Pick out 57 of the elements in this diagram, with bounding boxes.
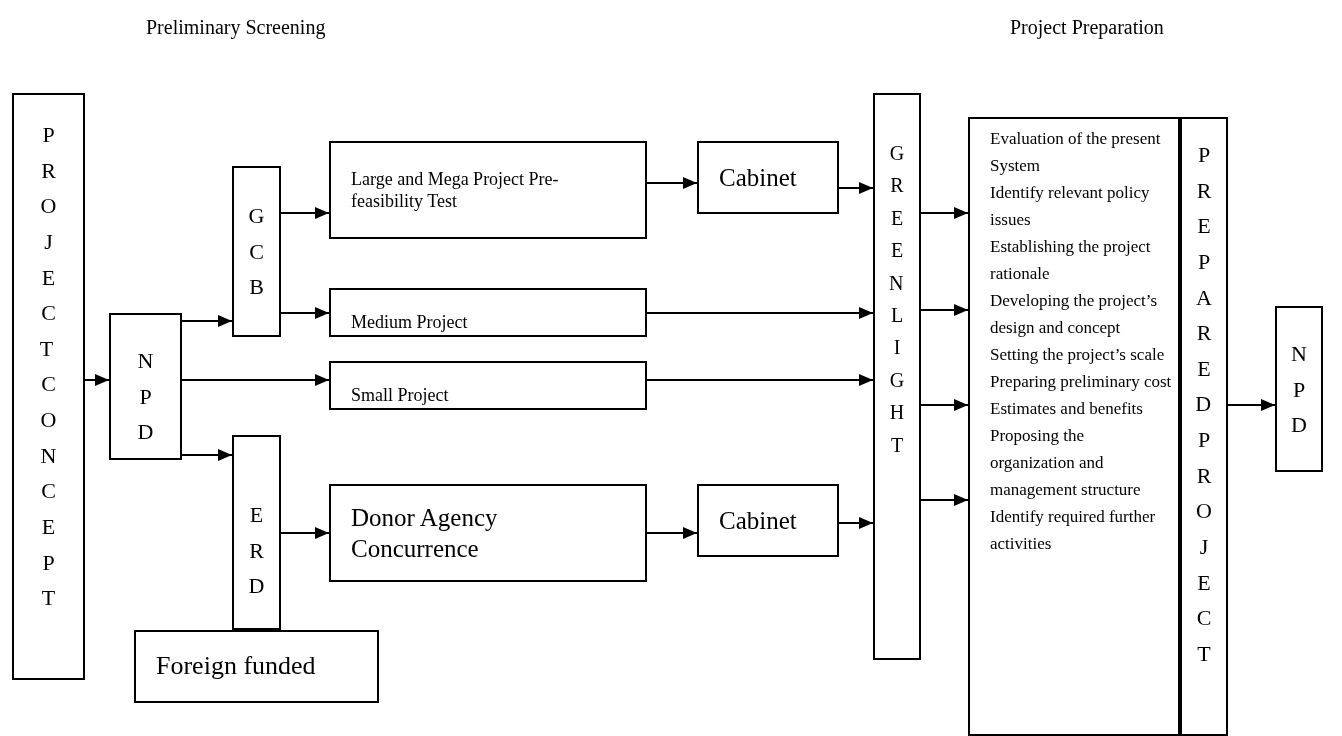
- vertical-text: ERD: [247, 501, 266, 601]
- vertical-box: [873, 93, 921, 660]
- box-label: Foreign funded: [156, 650, 317, 683]
- vertical-box: [12, 93, 85, 680]
- arrow: [920, 494, 969, 506]
- vertical-box: [1180, 117, 1228, 736]
- arrow: [920, 207, 969, 219]
- vertical-box: [232, 166, 281, 337]
- vertical-text: PREPARED PROJECT: [1195, 141, 1213, 668]
- process-box: [134, 630, 379, 703]
- arrow: [181, 374, 330, 386]
- box-label: Medium Project: [351, 310, 469, 333]
- section-heading: Preliminary Screening: [146, 15, 326, 41]
- arrow: [280, 527, 330, 539]
- vertical-text: PROJECT CONCEPT: [39, 121, 58, 613]
- arrow: [838, 517, 874, 529]
- vertical-box: [232, 435, 281, 630]
- process-box: [697, 141, 839, 214]
- box-label: Cabinet: [719, 162, 798, 193]
- list-item-text: Identify relevant policy issues: [990, 182, 1151, 231]
- process-box: [329, 288, 647, 337]
- arrow: [181, 449, 233, 461]
- arrow: [646, 374, 874, 386]
- arrow: [1227, 399, 1276, 411]
- list-item-text: Proposing the organization and management structure: [990, 425, 1142, 501]
- process-box: [329, 141, 647, 239]
- process-box: [329, 484, 647, 582]
- list-item-text: Establishing the project rationale: [990, 236, 1152, 285]
- section-heading: Project Preparation: [1010, 15, 1164, 41]
- arrow: [646, 307, 874, 319]
- process-box: [697, 484, 839, 557]
- arrow: [280, 207, 330, 219]
- list-item-text: Developing the project’s design and concept: [990, 290, 1159, 339]
- list-item-text: Preparing preliminary cost Estimates and benefits: [990, 371, 1172, 420]
- box-label: Large and Mega Project Pre-feasibility Test: [351, 167, 560, 213]
- vertical-text: GREEN LIGHT: [889, 141, 905, 458]
- box-label: Small Project: [351, 383, 450, 406]
- arrow: [646, 527, 698, 539]
- arrow: [84, 374, 110, 386]
- arrow: [280, 307, 330, 319]
- process-box: [329, 361, 647, 410]
- arrow: [181, 315, 233, 327]
- list-item-text: Identify required further activities: [990, 506, 1157, 555]
- arrow: [838, 182, 874, 194]
- list-box: [968, 117, 1180, 736]
- box-label: Cabinet: [719, 505, 798, 536]
- vertical-text: GCB: [247, 202, 266, 302]
- vertical-box: [109, 313, 182, 460]
- arrow: [920, 399, 969, 411]
- vertical-text: NPD: [1290, 340, 1308, 440]
- box-label: Donor Agency Concurrence: [351, 502, 499, 564]
- list-item-text: Setting the project’s scale: [990, 344, 1166, 366]
- vertical-text: NPD: [136, 347, 155, 447]
- arrow: [920, 304, 969, 316]
- vertical-box: [1275, 306, 1323, 472]
- arrow: [646, 177, 698, 189]
- list-item-text: Evaluation of the present System: [990, 128, 1162, 177]
